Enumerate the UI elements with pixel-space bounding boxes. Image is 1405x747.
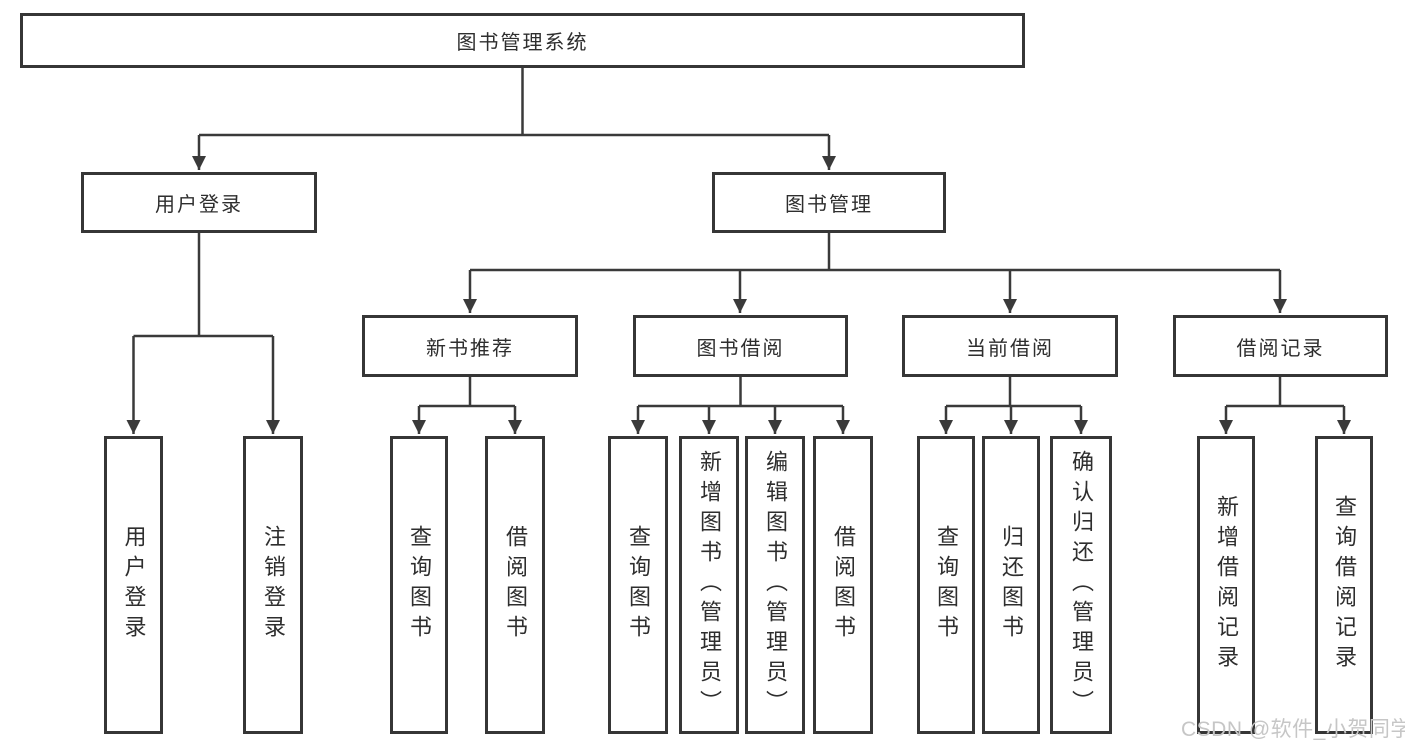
node-root: 图书管理系统 (20, 13, 1025, 68)
node-current-borrow-label: 当前借阅 (966, 337, 1054, 360)
node-book-mgmt-label: 图书管理 (785, 194, 873, 216)
leaf-record-query: 查询借阅记录 (1315, 436, 1373, 734)
connector-bookmgmt-to-level3 (470, 233, 1280, 272)
node-new-book-rec: 新书推荐 (362, 315, 578, 377)
leaf-newbook-borrow: 借阅图书 (485, 436, 545, 734)
leaf-borrow-edit: 编辑图书（管理员） (745, 436, 805, 734)
node-new-book-rec-label: 新书推荐 (426, 337, 514, 360)
leaf-borrow-borrow-label: 借阅图书 (831, 525, 856, 645)
leaf-borrow-add: 新增图书（管理员） (679, 436, 739, 734)
connector-currentborrow-to-leaves (946, 377, 1081, 408)
leaf-borrow-add-label: 新增图书（管理员） (697, 450, 722, 720)
connector-borrowrecord-to-leaves (1226, 377, 1344, 408)
leaf-user-login: 用户登录 (104, 436, 163, 734)
connector-userlogin-to-leaves (133, 233, 273, 338)
connector-newbookrec-to-leaves (419, 377, 515, 408)
node-borrow-record: 借阅记录 (1173, 315, 1388, 377)
node-current-borrow: 当前借阅 (902, 315, 1118, 377)
leaf-newbook-query: 查询图书 (390, 436, 448, 734)
leaf-current-query-label: 查询图书 (934, 525, 959, 645)
leaf-logout: 注销登录 (243, 436, 303, 734)
leaf-current-query: 查询图书 (917, 436, 975, 734)
connector-bookborrow-to-leaves (638, 377, 843, 408)
leaf-record-add: 新增借阅记录 (1197, 436, 1255, 734)
leaf-logout-label: 注销登录 (261, 525, 286, 645)
node-borrow-record-label: 借阅记录 (1236, 337, 1325, 360)
node-user-login-label: 用户登录 (155, 194, 243, 216)
connector-root-to-level2 (199, 68, 829, 137)
node-book-borrow: 图书借阅 (633, 315, 848, 377)
leaf-record-query-label: 查询借阅记录 (1332, 495, 1357, 675)
leaf-newbook-borrow-label: 借阅图书 (503, 525, 528, 645)
leaf-current-return-label: 归还图书 (999, 525, 1024, 645)
node-user-login: 用户登录 (81, 172, 317, 233)
leaf-current-confirm-label: 确认归还（管理员） (1069, 450, 1094, 720)
leaf-borrow-query-label: 查询图书 (626, 525, 651, 645)
node-book-borrow-label: 图书借阅 (696, 337, 785, 360)
leaf-current-confirm: 确认归还（管理员） (1050, 436, 1112, 734)
leaf-borrow-borrow: 借阅图书 (813, 436, 873, 734)
leaf-borrow-query: 查询图书 (608, 436, 668, 734)
node-book-mgmt: 图书管理 (712, 172, 946, 233)
csdn-watermark: CSDN @软件_小贺同学 (1181, 718, 1405, 741)
leaf-newbook-query-label: 查询图书 (407, 525, 432, 645)
leaf-record-add-label: 新增借阅记录 (1214, 495, 1239, 675)
leaf-current-return: 归还图书 (982, 436, 1040, 734)
leaf-user-login-label: 用户登录 (121, 525, 147, 645)
leaf-borrow-edit-label: 编辑图书（管理员） (763, 450, 788, 720)
node-root-label: 图书管理系统 (456, 32, 589, 54)
